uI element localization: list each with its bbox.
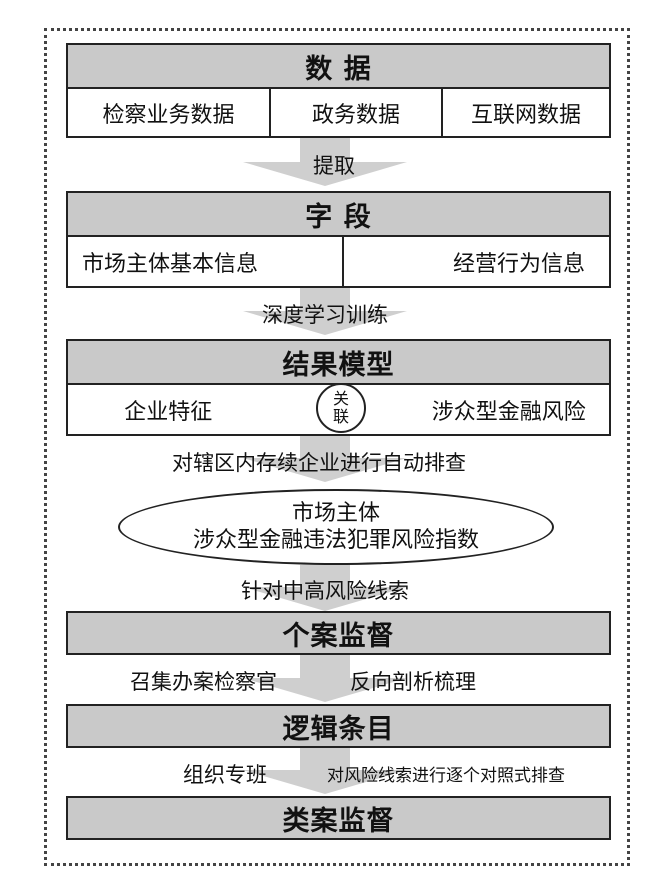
risk-index-ellipse: 市场主体 涉众型金融违法犯罪风险指数 [118,489,554,565]
step-high-risk-label: 针对中高风险线索 [241,579,409,603]
data-source-government: 政务数据 [269,89,441,136]
arrow-5 [243,678,407,702]
step-convene-label: 召集办案检察官 [130,670,277,694]
model-financial-risk-label: 涉众型金融风险 [431,399,586,425]
arrow-shaft-4 [300,565,350,587]
arrow-3 [243,458,407,482]
diagram-frame [44,28,630,866]
risk-index-line-1: 市场主体 [291,501,380,526]
step-item-check-label: 对风险线索进行逐个对照式排查 [327,766,565,786]
arrow-4 [243,587,407,611]
data-source-government-label: 政务数据 [311,102,400,128]
field-basic-info-label: 市场主体基本信息 [82,251,259,277]
step-deep-learning-label: 深度学习训练 [262,303,388,327]
model-enterprise-features-label: 企业特征 [124,399,213,425]
category-supervision-header: 类案监督 [66,796,611,840]
field-business-behavior-label: 经营行为信息 [452,251,585,277]
association-circle: 关 联 [316,383,366,433]
arrow-1 [243,162,407,186]
model-header-label: 结果模型 [282,349,395,381]
association-line-1: 关 [332,389,349,408]
association-line-2: 联 [332,407,349,426]
fields-row: 市场主体基本信息 经营行为信息 [66,235,611,288]
category-supervision-label: 类案监督 [282,805,395,837]
model-financial-risk: 涉众型金融风险 [339,385,610,434]
logic-items-header: 逻辑条目 [66,704,611,748]
case-supervision-label: 个案监督 [282,620,395,652]
step-extract-label: 提取 [313,154,355,178]
risk-index-line-2: 涉众型金融违法犯罪风险指数 [192,528,479,553]
step-reverse-analysis-label: 反向剖析梳理 [350,670,476,694]
arrow-2 [243,311,407,335]
fields-header: 字 段 [66,191,611,237]
data-source-internet: 互联网数据 [441,89,609,136]
arrow-shaft-6 [300,748,350,770]
arrow-shaft-2 [300,288,350,311]
step-auto-screening-label: 对辖区内存续企业进行自动排查 [172,451,466,475]
fields-header-label: 字 段 [305,201,372,233]
field-business-behavior: 经营行为信息 [342,237,609,286]
step-task-force-label: 组织专班 [183,763,267,787]
data-header: 数 据 [66,43,611,89]
data-header-label: 数 据 [305,53,372,85]
data-sources-row: 检察业务数据 政务数据 互联网数据 [66,87,611,138]
model-enterprise-features: 企业特征 [68,385,339,434]
arrow-shaft-5 [300,655,350,678]
field-basic-info: 市场主体基本信息 [68,237,342,286]
data-source-internet-label: 互联网数据 [470,102,581,128]
arrow-shaft-3 [300,436,350,458]
model-header: 结果模型 [66,339,611,385]
arrow-6 [243,770,407,794]
arrow-shaft-1 [300,138,350,162]
data-source-procuratorial: 检察业务数据 [68,89,269,136]
logic-items-label: 逻辑条目 [282,713,395,745]
case-supervision-header: 个案监督 [66,611,611,655]
data-source-procuratorial-label: 检察业务数据 [102,102,235,128]
